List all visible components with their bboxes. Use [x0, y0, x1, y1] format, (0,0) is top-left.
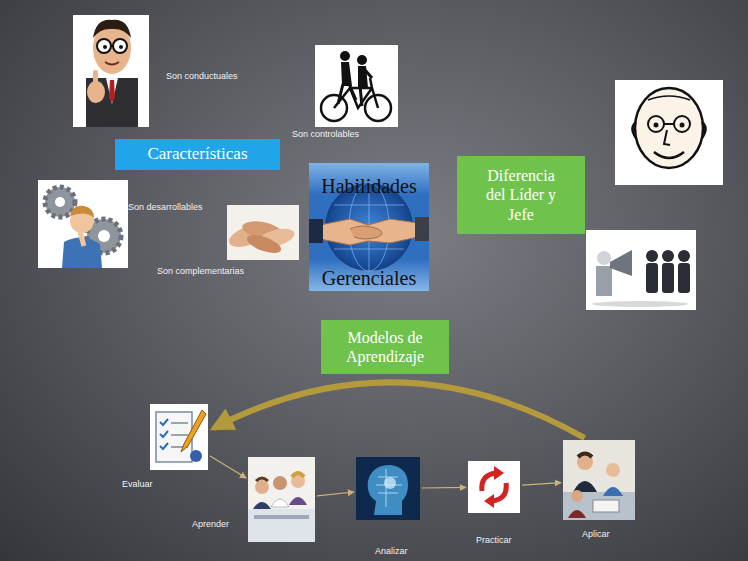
- step-label: Aplicar: [582, 529, 610, 539]
- step-picture: Analizar: [356, 457, 420, 520]
- classroom-picture: [248, 457, 315, 542]
- team-picture: [563, 440, 635, 520]
- hands-picture: [226, 205, 299, 260]
- step-label: Practicar: [476, 535, 512, 545]
- step-arrow: [317, 492, 354, 496]
- topic-text: Características: [147, 144, 247, 164]
- bicycle-picture: [315, 45, 398, 127]
- topic-text: Modelos de Aprendizaje: [335, 328, 435, 366]
- megaphone-picture: [586, 230, 696, 310]
- step-picture: Aprender: [248, 457, 315, 542]
- cycle-return-arrow: [214, 382, 585, 438]
- step-arrow: [210, 456, 247, 478]
- topic-text: Diferencia del Líder y Jefe: [477, 166, 565, 224]
- head-picture: [356, 457, 420, 520]
- characteristic-label: Son desarrollables: [128, 202, 203, 212]
- characteristic-label: Son controlables: [292, 129, 359, 139]
- step-picture: Practicar: [468, 461, 520, 513]
- step-arrow: [522, 483, 561, 486]
- step-label: Evaluar: [122, 479, 153, 489]
- central-topic-text: Gerenciales: [322, 267, 416, 289]
- gears-man-picture: [38, 180, 128, 268]
- step-arrow: [422, 487, 466, 489]
- step-picture: Evaluar: [150, 404, 208, 470]
- characteristic-label: Son conductuales: [166, 71, 238, 81]
- step-label: Analizar: [375, 546, 408, 556]
- characteristic-label: Son complementarias: [157, 266, 244, 276]
- central-topic-text: Habilidades: [321, 175, 417, 197]
- step-label: Aprender: [192, 519, 229, 529]
- glasses-man-picture: [73, 15, 149, 127]
- central-topic: HabilidadesGerenciales: [298, 163, 440, 291]
- topic-box: Modelos de Aprendizaje: [321, 320, 449, 374]
- topic-box: Características: [115, 139, 280, 170]
- leader-face-picture: [615, 80, 723, 185]
- topic-box: Diferencia del Líder y Jefe: [457, 156, 585, 234]
- step-picture: Aplicar: [563, 440, 635, 520]
- checklist-picture: [150, 404, 208, 470]
- arrows-picture: [468, 461, 520, 513]
